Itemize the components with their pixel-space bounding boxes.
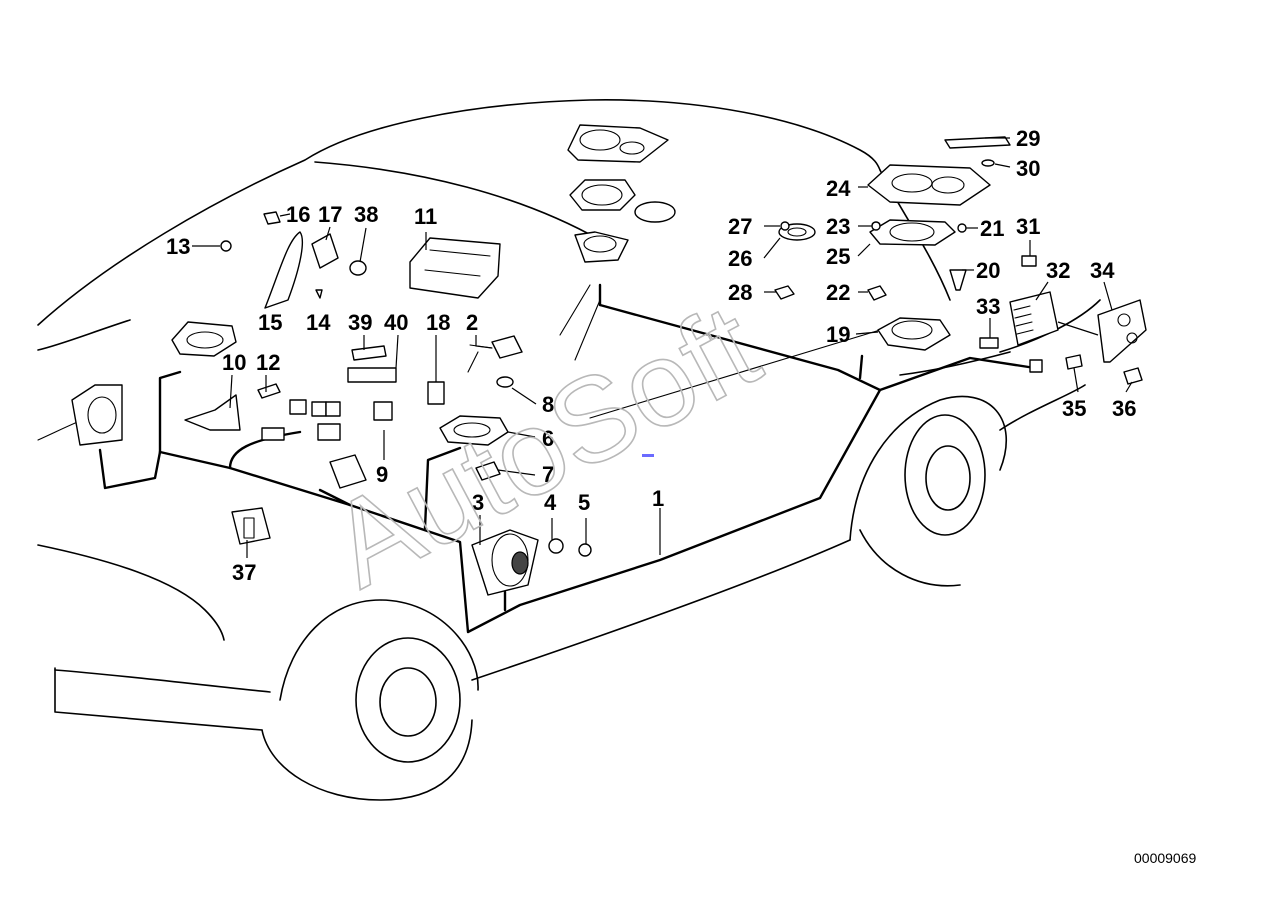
relay-box [373,401,393,421]
nut-5 [578,543,592,557]
screw-14 [315,289,323,299]
callout-26: 26 [728,246,752,271]
trim-strip-29 [944,136,1011,167]
cap-38 [349,260,367,276]
tweeter-17 [311,233,339,269]
screw-27 [780,221,790,231]
speaker-cover-24 [867,164,991,206]
speaker-19 [877,317,951,351]
grille-15 [264,231,303,309]
callout-3: 3 [472,490,484,515]
speaker-front-box [71,384,123,446]
callout-35: 35 [1062,396,1086,421]
leader-lines [192,137,1133,558]
clip-36 [1123,367,1143,385]
clip-31 [1021,255,1037,267]
rear-shelf-speaker [569,179,676,223]
callout-40: 40 [384,310,408,335]
speaker-25 [869,219,956,246]
callout-13: 13 [166,234,190,259]
watermark-mark [642,454,654,457]
relay-37 [231,507,271,545]
callout-25: 25 [826,244,850,269]
callout-9: 9 [376,462,388,487]
expansion-rivet-20 [949,269,967,291]
clip-16 [263,211,281,225]
callout-39: 39 [348,310,372,335]
bracket-10 [184,394,241,431]
callout-36: 36 [1112,396,1136,421]
callout-23: 23 [826,214,850,239]
connector-box [1029,359,1043,373]
label-40 [347,367,397,383]
rear-speaker-box [574,231,629,263]
callout-17: 17 [318,202,342,227]
callout-38: 38 [354,202,378,227]
callout-37: 37 [232,560,256,585]
callout-14: 14 [306,310,331,335]
callout-32: 32 [1046,258,1070,283]
bracket-34 [1097,299,1147,363]
bolt-35 [1065,354,1083,370]
label-39 [351,345,387,361]
callout-24: 24 [826,176,851,201]
drawing-number: 00009069 [1134,850,1197,866]
callout-labels: 1 2 3 4 5 6 7 8 9 10 11 12 13 14 15 16 1… [166,126,1136,585]
rear-shelf-speaker-cover [567,124,669,163]
connector-cluster [261,399,341,441]
speaker-front-left [171,321,237,357]
callout-2: 2 [466,310,478,335]
screw-23 [871,221,881,231]
clip-22 [867,285,887,301]
wiring-harness [98,283,1037,634]
spacer-12 [257,383,281,399]
callout-34: 34 [1090,258,1115,283]
callout-27: 27 [728,214,752,239]
callout-28: 28 [728,280,752,305]
callout-29: 29 [1016,126,1040,151]
car-body-outline [37,99,1101,801]
amplifier-32 [1009,291,1059,346]
callout-5: 5 [578,490,590,515]
callout-11: 11 [414,204,437,229]
callout-15: 15 [258,310,282,335]
callout-19: 19 [826,322,850,347]
grommet-4 [548,538,564,554]
callout-1: 1 [652,486,664,511]
screw-8 [496,376,514,388]
callout-4: 4 [544,490,557,515]
callout-30: 30 [1016,156,1040,181]
switch-18 [427,381,445,405]
bolt-33 [979,337,999,349]
callout-21: 21 [980,216,1004,241]
callout-16: 16 [286,202,310,227]
callout-8: 8 [542,392,554,417]
callout-20: 20 [976,258,1000,283]
clip-28 [774,285,795,300]
callout-33: 33 [976,294,1000,319]
callout-22: 22 [826,280,850,305]
speaker-3 [471,529,539,596]
watermark: AutoSoft [309,279,778,613]
callout-12: 12 [256,350,280,375]
screw-21 [957,223,967,233]
radio-bracket-11 [409,237,501,299]
screw-13 [220,240,232,252]
callout-10: 10 [222,350,246,375]
callout-31: 31 [1016,214,1040,239]
clip-7 [475,461,501,481]
callout-7: 7 [542,462,554,487]
callout-6: 6 [542,426,554,451]
callout-18: 18 [426,310,450,335]
switch-9 [329,454,367,489]
